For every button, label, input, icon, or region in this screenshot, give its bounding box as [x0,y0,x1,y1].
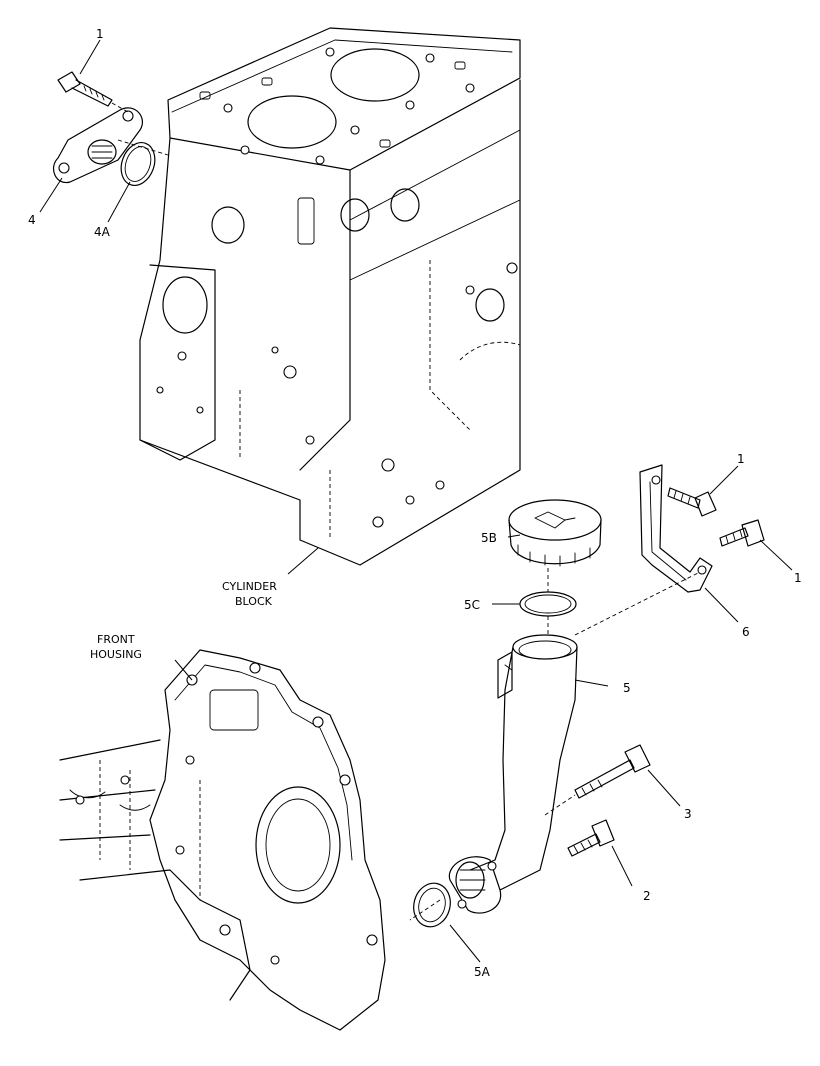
part-5c-o-ring [519,591,577,617]
callout-3: 3 [684,807,692,821]
part-1-bolt-top [57,71,129,113]
part-6-bracket [574,464,713,636]
part-5b-cap [508,499,602,567]
callout-1-top: 1 [96,27,104,41]
part-4a-seal-ring [120,142,156,186]
part-2-bolt [567,819,615,857]
leader-lines [39,39,793,963]
caption-front-housing-line2: HOUSING [90,648,142,661]
callout-4: 4 [28,213,36,227]
part-1-bolt-right-b [719,519,765,547]
caption-front-housing-line1: FRONT [97,633,135,646]
callout-2: 2 [643,889,651,903]
caption-cylinder-block-line1: CYLINDER [222,580,277,593]
callout-4a: 4A [94,225,111,239]
callout-5a: 5A [474,965,491,979]
part-5-filler-tube [409,634,578,921]
caption-cylinder-block-line2: BLOCK [235,595,273,608]
cylinder-block [139,27,521,566]
callout-6: 6 [742,625,750,639]
callout-5: 5 [623,681,631,695]
part-5a-seal-ring [413,882,451,928]
callout-1-right-b: 1 [794,571,802,585]
part-3-long-bolt [544,744,651,816]
callout-5c: 5C [464,598,480,612]
part-4-cover-plate [53,107,169,184]
front-housing [59,649,386,1031]
callout-5b: 5B [481,531,497,545]
part-1-bolt-right-a [667,487,717,517]
callout-1-right-a: 1 [737,452,745,466]
